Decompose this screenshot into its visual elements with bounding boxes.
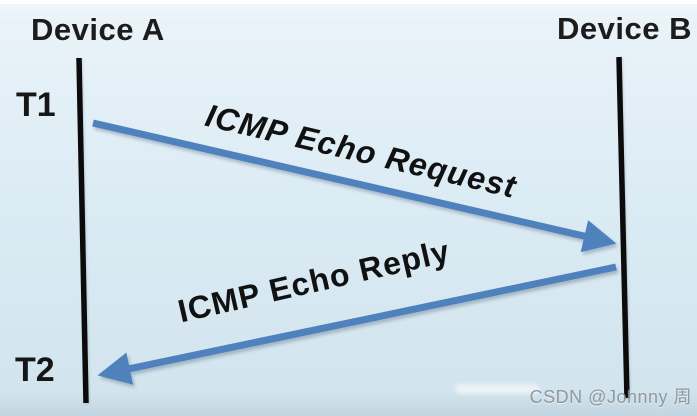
- actor-label-device-b: Device B: [557, 11, 692, 46]
- watermark-text: CSDN @Johnny 周: [529, 387, 692, 407]
- icmp-echo-request-arrow: [92, 119, 617, 253]
- lifeline-device-a: [76, 57, 89, 404]
- watermark-smudge: [455, 384, 540, 394]
- lifeline-device-b: [616, 56, 630, 399]
- timestamp-label-t2: T2: [15, 351, 55, 389]
- icmp-echo-reply-arrow: [97, 263, 617, 385]
- slide-top-edge: [0, 0, 697, 4]
- timestamp-label-t1: T1: [16, 86, 56, 124]
- actor-label-device-a: Device A: [31, 12, 165, 47]
